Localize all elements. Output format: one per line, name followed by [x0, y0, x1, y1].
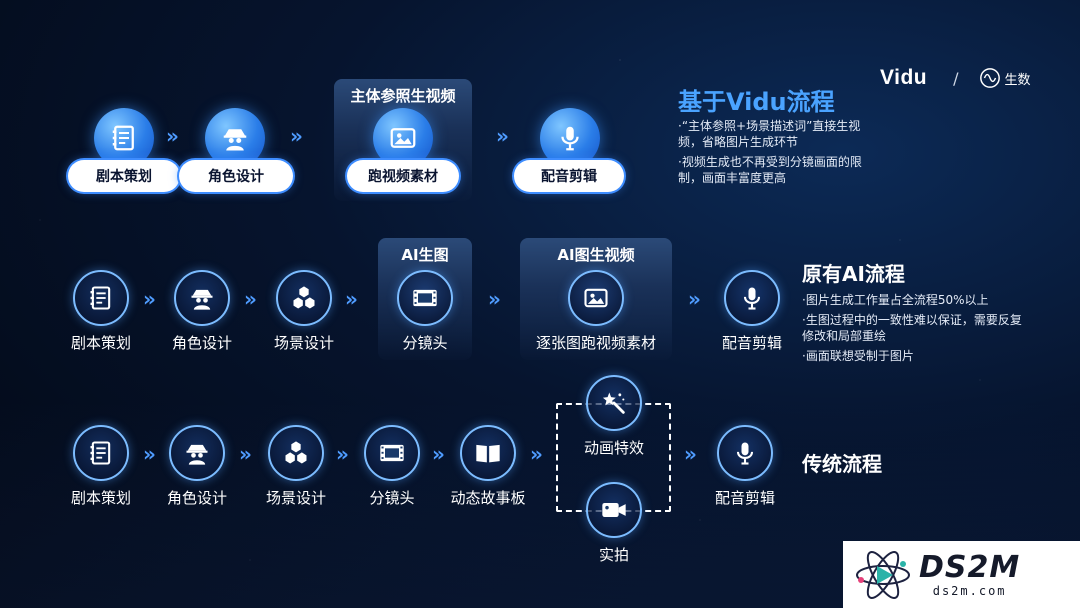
shengshu-logo-icon: [979, 68, 1000, 88]
node-label: 配音剪辑: [721, 334, 782, 352]
node-label: 分镜头: [402, 334, 448, 352]
flow-arrow: »: [684, 442, 697, 466]
flow-arrow: »: [290, 124, 303, 148]
vidu-flow-heading: 基于Vidu流程: [678, 88, 835, 116]
script-icon: [87, 284, 115, 312]
trad-node-script: 剧本策划: [41, 425, 161, 508]
microphone-icon: [738, 284, 766, 312]
flow-arrow: »: [143, 442, 156, 466]
ai-panel-title: AI生图: [401, 246, 449, 264]
ai-node-video: 逐张图跑视频素材: [526, 270, 666, 353]
node-label: 动态故事板: [450, 489, 526, 507]
note-item: ·生图过程中的一致性难以保证，需要反复修改和局部重绘: [802, 313, 1022, 343]
traditional-flow-heading: 传统流程: [802, 452, 882, 476]
flow-arrow: »: [432, 442, 445, 466]
node-label: 逐张图跑视频素材: [535, 334, 656, 352]
flow-arrow: »: [496, 124, 509, 148]
vidu-logo: Vidu: [880, 66, 928, 89]
detective-icon: [220, 123, 250, 153]
book-icon: [474, 439, 502, 467]
flow-arrow: »: [336, 442, 349, 466]
node-label: 实拍: [598, 546, 629, 564]
node-label: 剧本策划: [70, 334, 131, 352]
note-item: ·“主体参照+场景描述词”直接生视频，省略图片生成环节: [678, 119, 861, 149]
cubes-icon: [290, 284, 318, 312]
node-label: 角色设计: [171, 334, 232, 352]
trad-node-scene: 场景设计: [236, 425, 356, 508]
ai-node-script: 剧本策划: [41, 270, 161, 353]
trad-node-audio: 配音剪辑: [685, 425, 805, 508]
image-icon: [582, 284, 610, 312]
flow-arrow: »: [239, 442, 252, 466]
trad-node-vfx: 动画特效: [554, 375, 674, 458]
ai-flow-notes: ·图片生成工作量占全流程50%以上 ·生图过程中的一致性难以保证，需要反复修改和…: [802, 292, 1022, 368]
brand-header: Vidu / 生数: [880, 66, 1031, 90]
watermark-url: ds2m.com: [932, 583, 1007, 598]
trad-node-character: 角色设计: [137, 425, 257, 508]
film-icon: [411, 284, 439, 312]
note-item: ·画面联想受制于图片: [802, 349, 914, 363]
trad-node-storyboard: 分镜头: [332, 425, 452, 508]
video-camera-icon: [600, 496, 628, 524]
flow-arrow: »: [345, 287, 358, 311]
script-icon: [87, 439, 115, 467]
magic-wand-icon: [600, 389, 628, 417]
shengshu-logo: 生数: [979, 67, 1031, 89]
node-label: 跑视频素材: [347, 160, 459, 192]
ai-node-storyboard: 分镜头: [365, 270, 485, 353]
node-label: 场景设计: [273, 334, 334, 352]
ai-panel-title: AI图生视频: [557, 246, 635, 264]
ai-flow-heading: 原有AI流程: [802, 262, 905, 286]
flow-arrow: »: [488, 287, 501, 311]
ai-node-character: 角色设计: [142, 270, 262, 353]
trad-node-liveaction: 实拍: [554, 482, 674, 565]
trad-node-animatic: 动态故事板: [428, 425, 548, 508]
node-label: 剧本策划: [68, 160, 180, 192]
film-icon: [378, 439, 406, 467]
note-item: ·视频生成也不再受到分镜画面的限制，画面丰富度更高: [678, 155, 862, 185]
brand-separator: /: [953, 68, 959, 88]
node-label: 动画特效: [583, 439, 644, 457]
script-icon: [109, 123, 139, 153]
detective-icon: [188, 284, 216, 312]
vidu-node-video: 跑视频素材: [347, 108, 459, 218]
shengshu-text: 生数: [1004, 72, 1031, 88]
cubes-icon: [282, 439, 310, 467]
flow-arrow: »: [530, 442, 543, 466]
vidu-node-character: 角色设计: [179, 108, 293, 218]
node-label: 分镜头: [369, 489, 415, 507]
flow-arrow: »: [688, 287, 701, 311]
vidu-node-audio: 配音剪辑: [514, 108, 624, 218]
node-label: 角色设计: [179, 160, 293, 192]
node-label: 剧本策划: [70, 489, 131, 507]
node-label: 配音剪辑: [514, 160, 624, 192]
image-icon: [388, 123, 418, 153]
atom-logo-icon: [856, 550, 910, 599]
vidu-panel-title: 主体参照生视频: [350, 87, 456, 105]
flow-arrow: »: [166, 124, 179, 148]
flow-arrow: »: [244, 287, 257, 311]
node-label: 角色设计: [166, 489, 227, 507]
detective-icon: [183, 439, 211, 467]
microphone-icon: [731, 439, 759, 467]
node-label: 场景设计: [265, 489, 326, 507]
node-label: 配音剪辑: [714, 489, 775, 507]
ai-node-audio: 配音剪辑: [692, 270, 812, 353]
microphone-icon: [555, 123, 585, 153]
flow-arrow: »: [143, 287, 156, 311]
note-item: ·图片生成工作量占全流程50%以上: [802, 293, 989, 307]
watermark-title: DS2M: [919, 549, 1021, 585]
ds2m-watermark: DS2M ds2m.com: [843, 541, 1080, 608]
vidu-node-script: 剧本策划: [68, 108, 180, 218]
ai-node-scene: 场景设计: [244, 270, 364, 353]
vidu-flow-notes: ·“主体参照+场景描述词”直接生视频，省略图片生成环节 ·视频生成也不再受到分镜…: [678, 118, 878, 190]
